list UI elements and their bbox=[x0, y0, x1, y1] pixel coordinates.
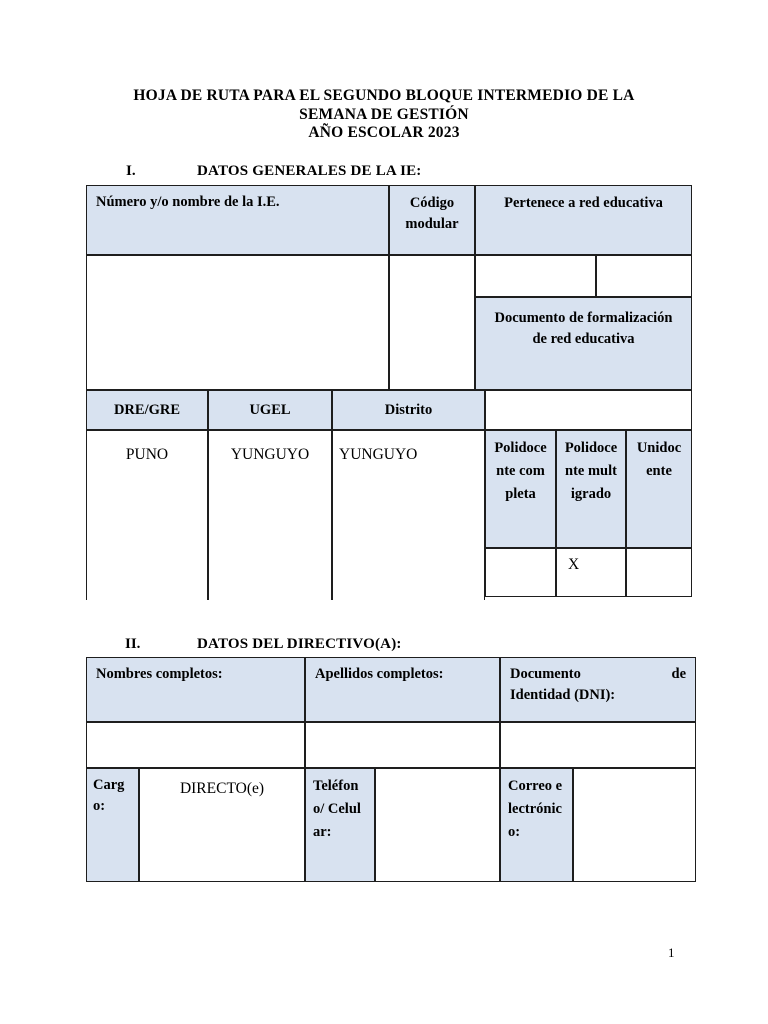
dni-label-word1: Documento bbox=[510, 666, 581, 682]
cell-polidocente-completa-mark bbox=[485, 548, 556, 597]
cell-correo-label: Correo electrónico: bbox=[500, 768, 573, 882]
cell-polidocente-multigrado-label: Polidocente multigrado bbox=[556, 430, 626, 548]
cell-telefono-label: Teléfono/ Celular: bbox=[305, 768, 375, 882]
cell-distrito-label: Distrito bbox=[332, 390, 485, 430]
cell-codigo-modular-label: Código modular bbox=[389, 185, 475, 255]
cell-cargo-label: Cargo: bbox=[86, 768, 139, 882]
section-1-number: I. bbox=[126, 163, 136, 179]
cell-dni-label: Documento de Identidad (DNI): bbox=[500, 657, 696, 722]
cell-unidocente-mark bbox=[626, 548, 692, 597]
title-line-1: HOJA DE RUTA PARA EL SEGUNDO BLOQUE INTE… bbox=[133, 87, 635, 104]
dni-label-line2: Identidad (DNI): bbox=[510, 687, 616, 704]
cell-nombre-ie-label: Número y/o nombre de la I.E. bbox=[86, 185, 389, 255]
cell-nombres-label: Nombres completos: bbox=[86, 657, 305, 722]
document-title: HOJA DE RUTA PARA EL SEGUNDO BLOQUE INTE… bbox=[0, 87, 768, 143]
cell-red-educativa-option-2 bbox=[596, 255, 692, 297]
cell-tipo-spacer bbox=[485, 390, 692, 430]
section-1-heading: DATOS GENERALES DE LA IE: bbox=[197, 163, 422, 179]
title-line-2: SEMANA DE GESTIÓN bbox=[299, 105, 469, 123]
page-number: 1 bbox=[668, 945, 675, 960]
cell-distrito-value: YUNGUYO bbox=[332, 430, 485, 600]
dni-label-word2: de bbox=[671, 666, 687, 682]
cell-red-educativa-option-1 bbox=[475, 255, 596, 297]
cell-polidocente-multigrado-mark: X bbox=[556, 548, 626, 597]
cell-doc-formalizacion-label: Documento de formalización de red educat… bbox=[475, 297, 692, 390]
section-2-heading: DATOS DEL DIRECTIVO(A): bbox=[197, 636, 402, 652]
cell-apellidos-label: Apellidos completos: bbox=[305, 657, 500, 722]
title-line-3: AÑO ESCOLAR 2023 bbox=[308, 124, 460, 141]
cell-correo-value bbox=[573, 768, 696, 882]
cell-cargo-value: DIRECTO(e) bbox=[139, 768, 305, 882]
cell-dre-value: PUNO bbox=[86, 430, 208, 600]
dni-label-line1: Documento de bbox=[510, 664, 686, 685]
section-2-number: II. bbox=[125, 636, 141, 652]
cell-apellidos-value bbox=[305, 722, 500, 768]
cell-unidocente-label: Unidocente bbox=[626, 430, 692, 548]
cell-ugel-value: YUNGUYO bbox=[208, 430, 332, 600]
cell-polidocente-completa-label: Polidocente completa bbox=[485, 430, 556, 548]
cell-dni-value bbox=[500, 722, 696, 768]
cell-ugel-label: UGEL bbox=[208, 390, 332, 430]
cell-telefono-value bbox=[375, 768, 500, 882]
cell-nombres-value bbox=[86, 722, 305, 768]
cell-nombre-ie-value bbox=[86, 255, 389, 390]
cell-codigo-modular-value bbox=[389, 255, 475, 390]
cell-dre-label: DRE/GRE bbox=[86, 390, 208, 430]
cell-red-educativa-label: Pertenece a red educativa bbox=[475, 185, 692, 255]
